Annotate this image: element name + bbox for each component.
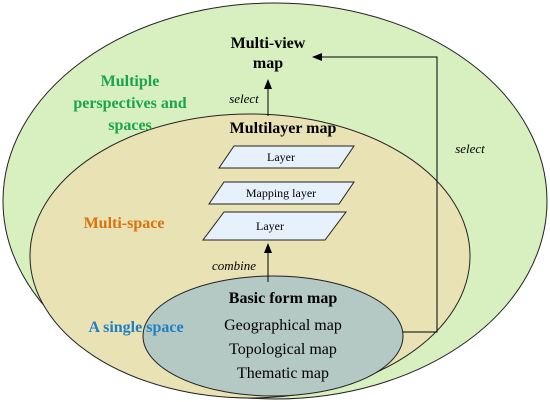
layer-1-shape	[218, 145, 355, 169]
layer-2-shape	[208, 181, 355, 205]
title-line-2: map	[253, 55, 283, 72]
layer-1-label: Layer	[267, 150, 295, 164]
layer-2-label: Mapping layer	[246, 186, 316, 200]
inner-item-geographical: Geographical map	[224, 317, 342, 334]
basic-form-heading: Basic form map	[229, 290, 338, 307]
title-line-1: Multi-view	[231, 35, 306, 52]
inner-item-thematic: Thematic map	[237, 365, 329, 382]
select-right-connector	[312, 53, 438, 333]
select-left-label: select	[229, 91, 259, 106]
inner-item-topological: Topological map	[229, 341, 337, 358]
combine-label: combine	[212, 258, 256, 273]
inner-ellipse	[142, 275, 404, 397]
outer-label-line-2: perspectives and	[73, 95, 186, 112]
outer-label-line-3: spaces	[108, 117, 152, 134]
layer-stack: Layer Mapping layer Layer	[202, 145, 355, 241]
middle-label: Multi-space	[84, 215, 165, 232]
layer-3-label: Layer	[256, 219, 284, 233]
single-space-label: A single space	[88, 319, 183, 336]
multilayer-heading: Multilayer map	[230, 120, 337, 137]
layer-3-shape	[202, 211, 347, 241]
outer-label-line-1: Multiple	[101, 73, 160, 90]
select-right-label: select	[455, 141, 485, 156]
